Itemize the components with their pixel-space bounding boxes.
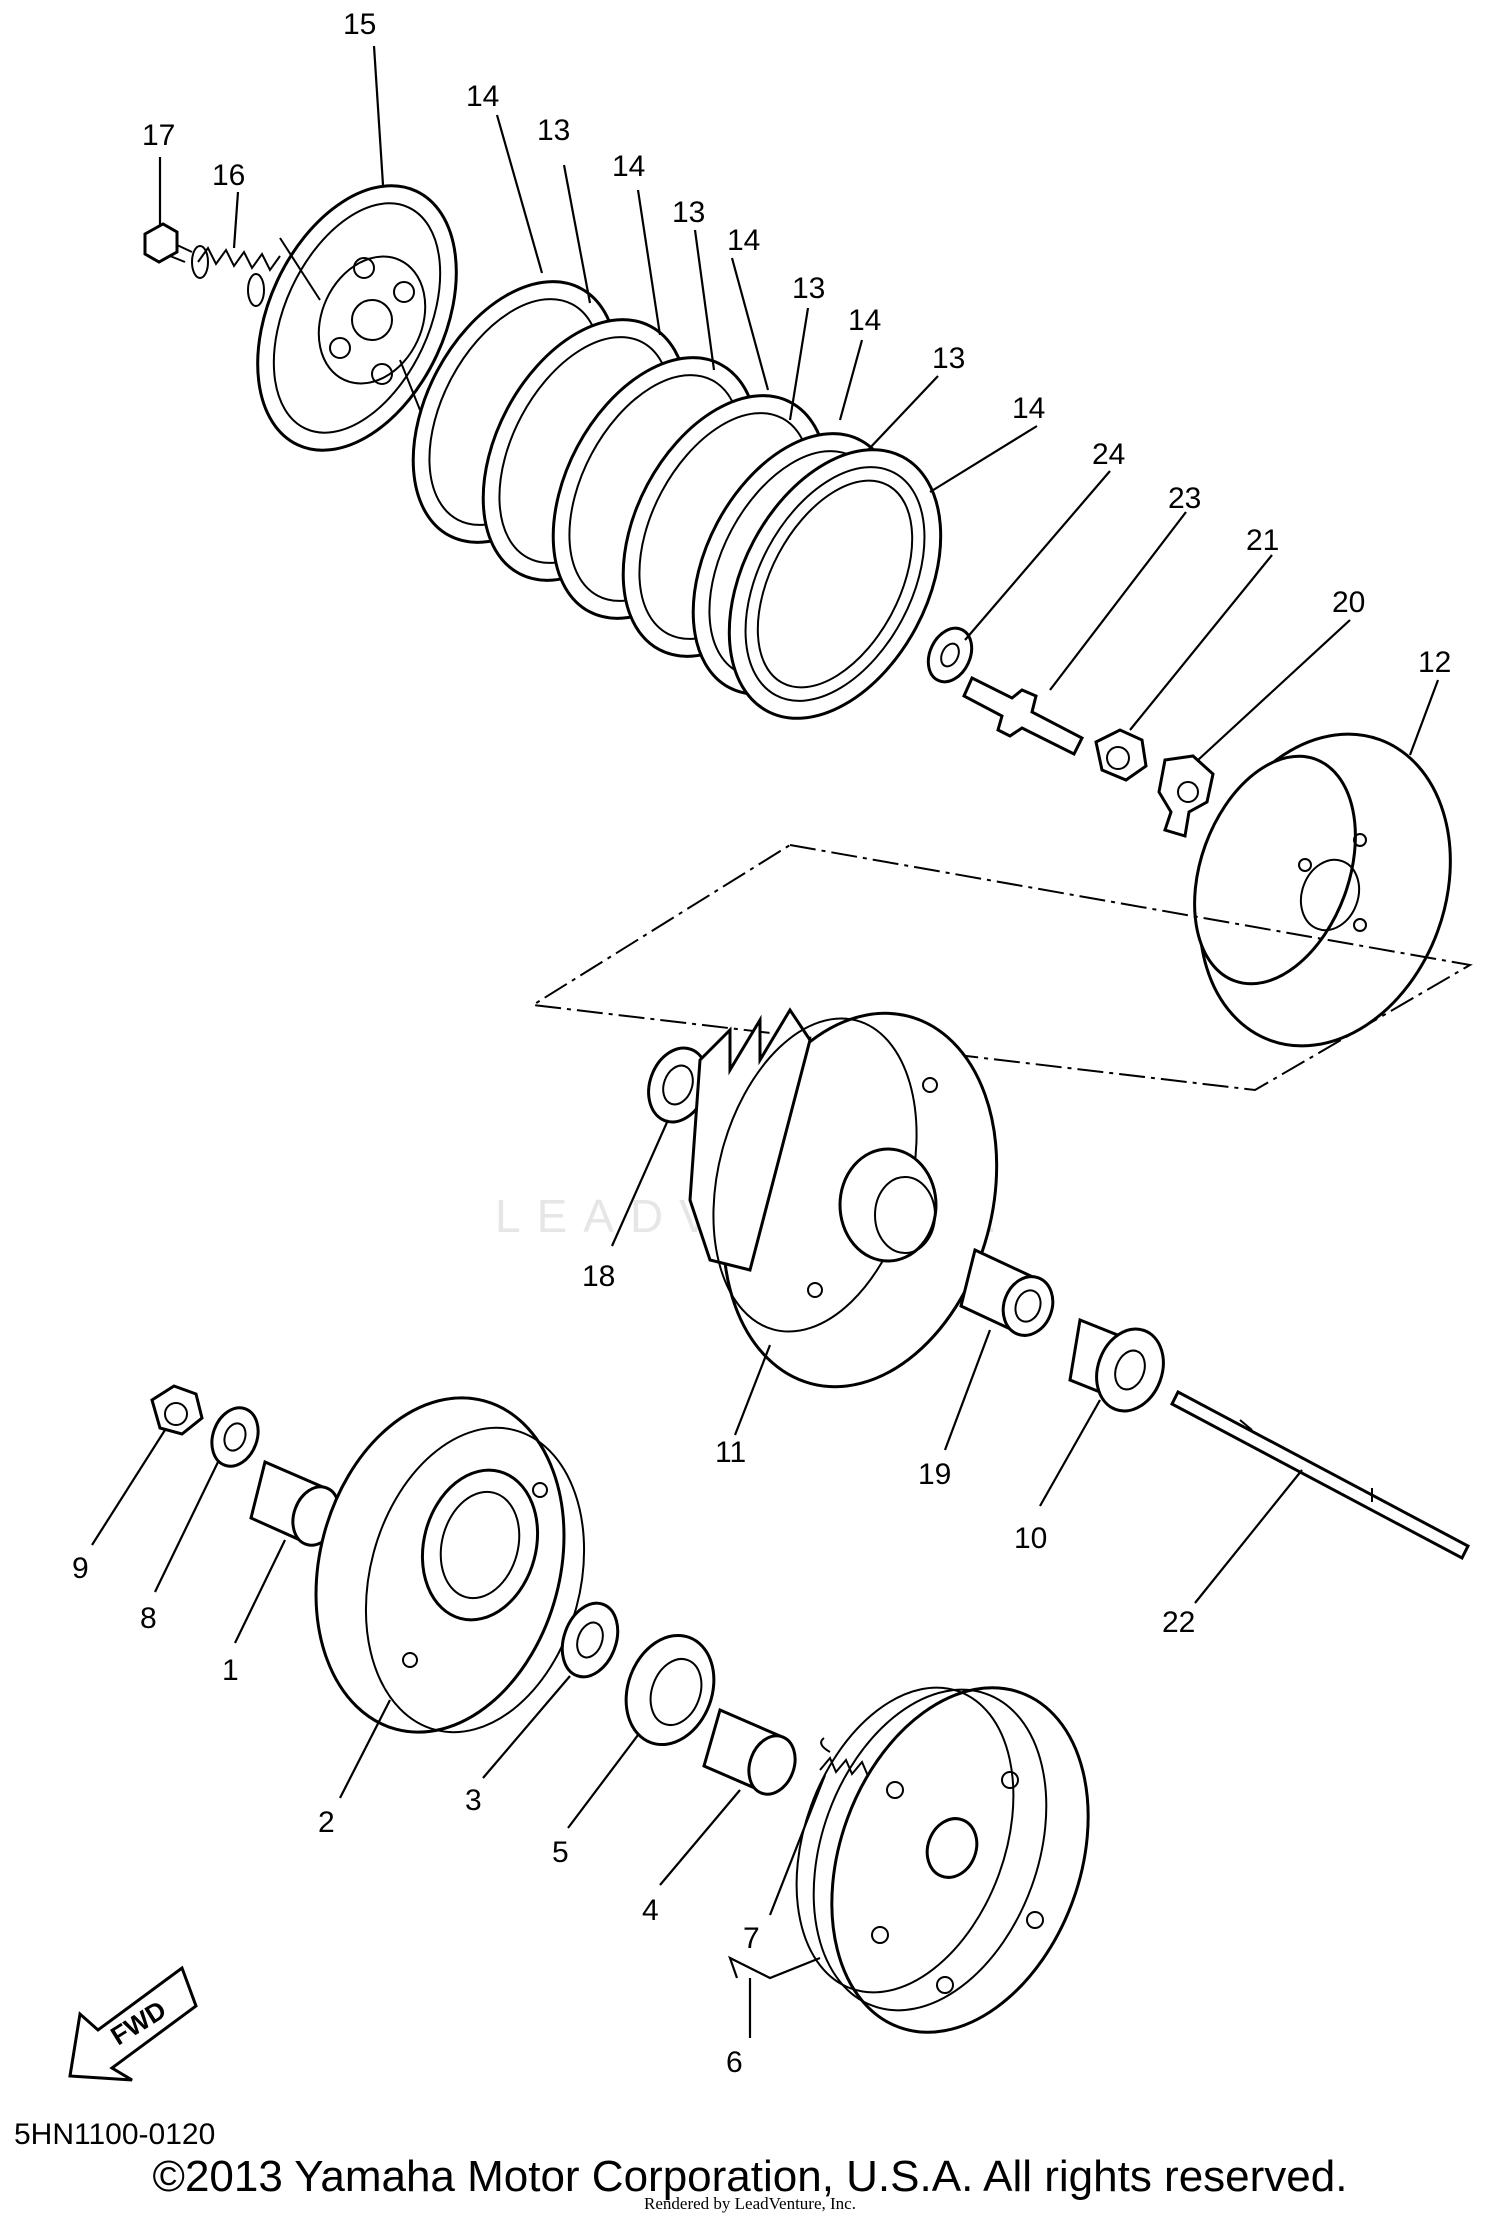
callout-5: 5 <box>552 1836 569 1869</box>
callout-9: 9 <box>72 1552 89 1585</box>
needle-bearing <box>702 1707 797 1796</box>
primary-driven-gear <box>688 1007 999 1389</box>
clutch-shoe-set <box>795 1686 1090 2034</box>
clutch-boss <box>1193 732 1452 1048</box>
callout-13: 13 <box>537 114 570 147</box>
pressure-plate <box>256 184 458 452</box>
callout-13: 13 <box>792 272 825 305</box>
push-rod-long <box>1170 1389 1470 1561</box>
thrust-washer <box>926 626 974 684</box>
centrifugal-clutch-washer <box>210 1406 260 1468</box>
callout-13: 13 <box>672 196 705 229</box>
callout-10: 10 <box>1014 1522 1047 1555</box>
callout-11: 11 <box>715 1436 746 1469</box>
diagram-code: 5HN1100-0120 <box>14 2118 216 2151</box>
callout-19: 19 <box>918 1458 951 1491</box>
assembly-dash-outline <box>530 843 1473 1092</box>
clutch-bearing <box>1068 1317 1165 1413</box>
lock-washer <box>1157 754 1215 838</box>
callout-labels: 15 17 16 14 13 14 13 14 13 14 13 14 24 2… <box>72 8 1451 2079</box>
copyright-notice: ©2013 Yamaha Motor Corporation, U.S.A. A… <box>152 2152 1348 2201</box>
clutch-nut <box>1094 728 1148 782</box>
callout-14: 14 <box>466 80 499 113</box>
push-rod <box>962 675 1085 757</box>
callout-4: 4 <box>642 1894 659 1927</box>
callout-22: 22 <box>1162 1606 1195 1639</box>
callout-2: 2 <box>318 1806 335 1839</box>
callout-14: 14 <box>1012 392 1045 425</box>
callout-12: 12 <box>1418 646 1451 679</box>
callout-23: 23 <box>1168 482 1201 515</box>
callout-1: 1 <box>222 1654 239 1687</box>
callout-20: 20 <box>1332 586 1365 619</box>
clutch-shim <box>560 1601 620 1679</box>
callout-21: 21 <box>1246 524 1279 557</box>
callout-24: 24 <box>1092 438 1125 471</box>
callout-13: 13 <box>932 342 965 375</box>
one-way-clutch <box>624 1633 716 1747</box>
rendered-by-credit: Rendered by LeadVenture, Inc. <box>644 2194 856 2213</box>
callout-15: 15 <box>343 8 376 41</box>
callout-17: 17 <box>142 119 175 152</box>
callout-6: 6 <box>726 2046 743 2079</box>
clutch-spring-bolt <box>143 222 193 264</box>
callout-8: 8 <box>140 1602 157 1635</box>
leader-lines <box>91 45 1440 2038</box>
callout-18: 18 <box>582 1260 615 1293</box>
primary-driven-washer <box>647 1046 709 1124</box>
clutch-spring <box>191 245 281 307</box>
fwd-arrow-icon: FWD <box>68 1965 198 2082</box>
callout-14: 14 <box>727 224 760 257</box>
centrifugal-clutch-nut <box>150 1384 204 1436</box>
clutch-plate-stack <box>411 280 943 720</box>
callout-14: 14 <box>848 304 881 337</box>
clutch-housing-drum <box>314 1396 586 1734</box>
clutch-sleeve <box>959 1247 1055 1337</box>
callout-14: 14 <box>612 150 645 183</box>
callout-3: 3 <box>465 1784 482 1817</box>
callout-16: 16 <box>212 159 245 192</box>
callout-7: 7 <box>743 1922 760 1955</box>
